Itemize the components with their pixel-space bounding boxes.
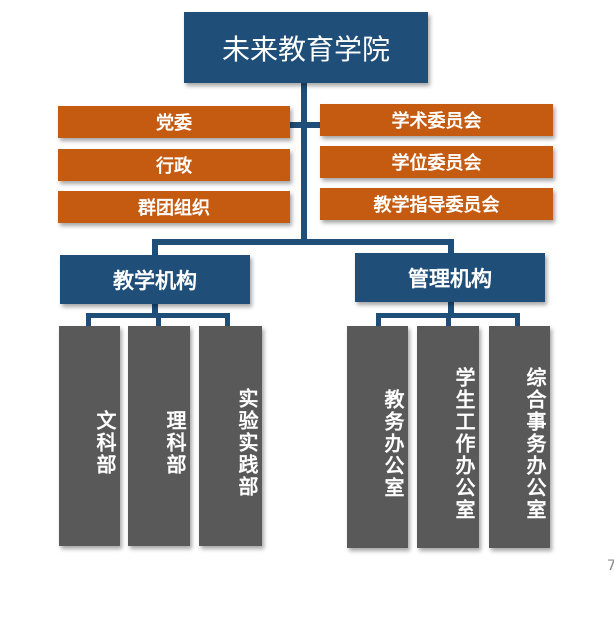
connector	[301, 83, 307, 245]
connector	[290, 122, 320, 128]
connector	[152, 239, 454, 245]
root-node: 未来教育学院	[184, 12, 428, 83]
connector	[86, 313, 91, 326]
connector	[446, 313, 451, 326]
left-unit: 行政	[58, 149, 290, 181]
management-node: 管理机构	[355, 253, 545, 302]
teaching-child: 实验实践部	[199, 326, 262, 546]
page-number: 7	[607, 558, 614, 574]
right-unit: 教学指导委员会	[320, 188, 553, 220]
connector	[448, 302, 454, 316]
connector	[225, 313, 230, 326]
left-unit: 群团组织	[58, 191, 290, 223]
management-child: 综合事务办公室	[489, 326, 550, 548]
left-unit: 党委	[58, 106, 290, 138]
connector	[515, 313, 520, 326]
right-unit: 学位委员会	[320, 146, 553, 178]
connector	[152, 304, 158, 318]
connector	[156, 313, 161, 326]
management-child: 教务办公室	[347, 326, 408, 548]
connector	[152, 239, 158, 255]
connector	[376, 313, 381, 326]
right-unit: 学术委员会	[320, 104, 553, 136]
teaching-child: 理科部	[128, 326, 190, 546]
management-child: 学生工作办公室	[417, 326, 479, 548]
connector	[448, 239, 454, 255]
teaching-node: 教学机构	[60, 255, 250, 304]
teaching-child: 文科部	[59, 326, 120, 546]
